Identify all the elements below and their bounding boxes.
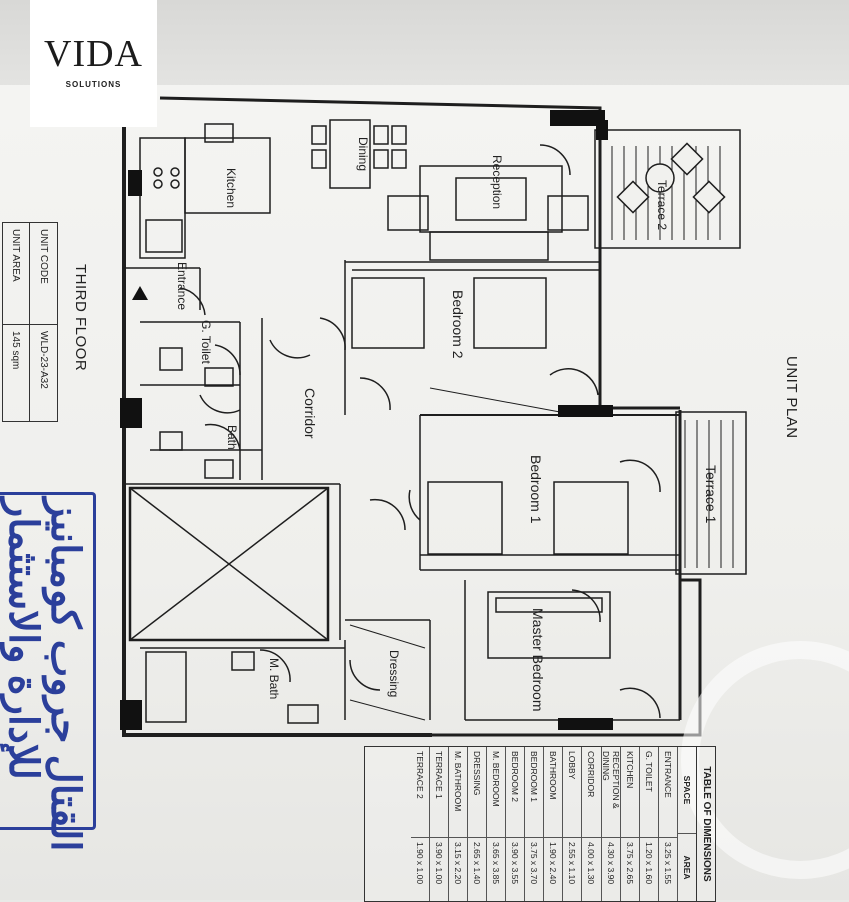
dims-area-cell: 3.25 x 1.55 [662, 842, 673, 885]
dims-row: RECEPTION & DINING 4.30 x 3.90 [600, 747, 621, 901]
dims-row: DRESSING 2.65 x 1.40 [466, 747, 486, 901]
floor-title: THIRD FLOOR [72, 264, 89, 372]
dims-col-space: SPACE [677, 747, 696, 834]
dims-row: M. BEDROOM 3.65 x 3.85 [485, 747, 506, 901]
dims-area-cell: 1.90 x 1.00 [414, 842, 425, 885]
dims-area-cell: 3.90 x 3.55 [510, 842, 521, 885]
dims-space-cell: BEDROOM 1 [525, 747, 544, 838]
room-label-kitchen: Kitchen [224, 168, 238, 209]
dims-area-cell: 3.65 x 3.85 [491, 842, 502, 885]
room-label-terrace-1: Terrace 1 [703, 465, 719, 524]
room-label-dining: Dining [356, 137, 370, 172]
dims-area-cell: 3.75 x 3.70 [529, 842, 540, 885]
unit-code-row: UNIT CODE WLD-23-A32 [29, 223, 57, 421]
room-label-m-bath: M. Bath [267, 658, 281, 700]
dims-space-cell: RECEPTION & DINING [601, 747, 621, 838]
dims-row: ENTRANCE 3.25 x 1.55 [657, 747, 677, 901]
room-label-entrance: Entrance [175, 262, 189, 311]
dims-space-cell: M. BEDROOM [486, 747, 506, 838]
dims-space-cell: TERRACE 2 [410, 747, 429, 838]
dims-row: CORRIDOR 4.00 x 1.30 [581, 747, 601, 901]
unit-info-box: UNIT CODE WLD-23-A32 UNIT AREA 145 sqm [2, 222, 58, 422]
room-label-dressing: Dressing [387, 650, 401, 698]
stamp-line-1: القتال جروب كومبانيز [43, 498, 87, 852]
dims-table-body: ENTRANCE 3.25 x 1.55 G. TOILET 1.20 x 1.60 K… [410, 747, 677, 901]
dims-space-cell: CORRIDOR [582, 747, 601, 838]
dims-area-cell: 3.15 x 2.20 [452, 842, 463, 885]
unit-code-label: UNIT CODE [30, 223, 57, 325]
unit-area-label: UNIT AREA [2, 223, 29, 325]
dims-space-cell: M. BATHROOM [448, 747, 467, 838]
dims-table-title: TABLE OF DIMENSIONS [696, 747, 715, 901]
dims-row: BATHROOM 1.90 x 2.40 [543, 747, 563, 901]
unit-plan-title: UNIT PLAN [783, 356, 800, 439]
logo-subtitle: SOLUTIONS [65, 80, 122, 89]
dims-area-cell: 2.55 x 1.10 [567, 842, 578, 885]
dims-area-cell: 1.20 x 1.60 [643, 842, 654, 885]
dims-col-area: AREA [681, 855, 692, 880]
stamp-text: القتال جروب كومبانيز للإدارة والاستثمار [1, 498, 87, 852]
dims-row: LOBBY 2.55 x 1.10 [562, 747, 582, 901]
dims-row: BEDROOM 1 3.75 x 3.70 [524, 747, 544, 901]
dims-header-row: SPACE AREA [676, 747, 696, 901]
dims-area-cell: 3.75 x 2.65 [624, 842, 635, 885]
dims-row: M. BATHROOM 3.15 x 2.20 [447, 747, 467, 901]
dims-space-cell: BATHROOM [544, 747, 563, 838]
dims-space-cell: TERRACE 1 [429, 747, 448, 838]
dims-area-cell: 1.90 x 2.40 [548, 842, 559, 885]
dims-space-cell: BEDROOM 2 [506, 747, 525, 838]
room-label-bedroom-2: Bedroom 2 [450, 290, 466, 359]
room-label-corridor: Corridor [302, 388, 318, 439]
room-label-reception: Reception [490, 155, 504, 210]
room-label-terrace-2: Terrace 2 [655, 180, 669, 231]
dims-area-cell: 3.90 x 1.00 [433, 842, 444, 885]
dims-area-cell: 4.00 x 1.30 [586, 842, 597, 885]
unit-code-value: WLD-23-A32 [38, 331, 49, 389]
room-label-bedroom-1: Bedroom 1 [528, 455, 544, 524]
dims-row: BEDROOM 2 3.90 x 3.55 [505, 747, 525, 901]
room-label-master-bedroom: Master Bedroom [530, 608, 546, 712]
dims-row: G. TOILET 1.20 x 1.60 [638, 747, 658, 901]
dims-space-cell: KITCHEN [620, 747, 639, 838]
dims-space-cell: ENTRANCE [658, 747, 677, 838]
unit-area-value: 145 sqm [10, 331, 21, 370]
dims-row: KITCHEN 3.75 x 2.65 [619, 747, 639, 901]
dims-space-cell: DRESSING [467, 747, 486, 838]
unit-area-row: UNIT AREA 145 sqm [2, 223, 29, 421]
dims-area-cell: 4.30 x 3.90 [605, 842, 616, 885]
stamp-line-2: للإدارة والاستثمار [1, 498, 45, 780]
dims-space-cell: G. TOILET [639, 747, 658, 838]
table-of-dimensions: TABLE OF DIMENSIONS SPACE AREA ENTRANCE 3… [364, 746, 716, 902]
room-label-bath: Bath [225, 425, 239, 450]
room-label-g-toilet: G. Toilet [199, 320, 213, 364]
dims-area-cell: 2.65 x 1.40 [471, 842, 482, 885]
company-logo: VIDA SOLUTIONS [30, 0, 157, 127]
company-stamp [0, 492, 96, 830]
logo-wordmark: VIDA [44, 33, 143, 75]
dims-space-cell: LOBBY [563, 747, 582, 838]
dims-row: TERRACE 2 1.90 x 1.00 [410, 747, 429, 901]
dims-row: TERRACE 1 3.90 x 1.00 [428, 747, 448, 901]
